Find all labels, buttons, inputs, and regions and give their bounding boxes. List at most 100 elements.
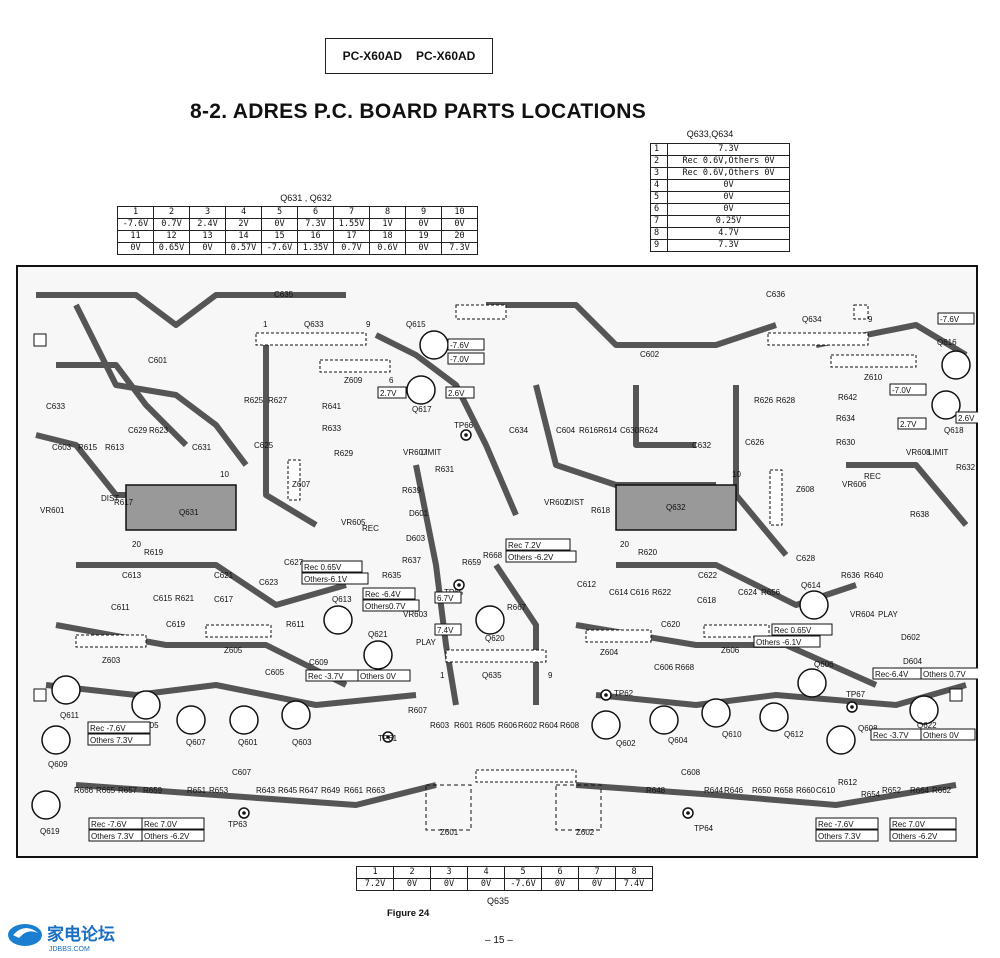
- voltage-callout-box: [362, 599, 420, 612]
- part-label: R618: [591, 506, 611, 515]
- table-cell: 4: [650, 179, 668, 192]
- copper-trace: [493, 563, 539, 705]
- table-cell: 0V: [667, 191, 790, 204]
- part-label: D601: [409, 509, 429, 518]
- table-cell: -7.6V: [504, 878, 542, 891]
- part-label: D604: [903, 657, 923, 666]
- part-label: R641: [322, 402, 342, 411]
- table-cell: 14: [225, 230, 262, 243]
- table-cell: 0.6V: [369, 242, 406, 255]
- test-point-dot: [464, 433, 468, 437]
- table-cell: 0.7V: [333, 242, 370, 255]
- table-cell: Rec 0.6V,Others 0V: [667, 155, 790, 168]
- part-label: C608: [681, 768, 701, 777]
- part-label: R606: [498, 721, 518, 730]
- table-cell: 0V: [667, 203, 790, 216]
- part-label: R654: [861, 790, 881, 799]
- part-label: C622: [698, 571, 718, 580]
- table-cell: 18: [369, 230, 406, 243]
- logo-url: JDBBS.COM: [49, 946, 90, 953]
- part-label: Q634: [802, 315, 822, 324]
- page-number: – 15 –: [485, 935, 513, 946]
- part-label: C603: [52, 443, 72, 452]
- voltage-callout-box: [141, 817, 205, 830]
- table-cell: 9: [650, 239, 668, 252]
- part-label: VR608: [906, 448, 931, 457]
- part-label: R617: [114, 498, 134, 507]
- table-cell: 20: [441, 230, 478, 243]
- part-label: C630: [620, 426, 640, 435]
- part-label: R612: [838, 778, 858, 787]
- part-label: R637: [402, 556, 422, 565]
- part-label: TP67: [846, 690, 866, 699]
- transistor-outline: [281, 700, 311, 730]
- part-label: Q632: [666, 503, 686, 512]
- transistor-outline: [51, 675, 81, 705]
- part-label: R653: [209, 786, 229, 795]
- transistor-outline: [323, 605, 353, 635]
- part-label: R651: [187, 786, 207, 795]
- part-label: C634: [509, 426, 529, 435]
- voltage-callout-box: [377, 386, 407, 399]
- part-label: TP63: [228, 820, 248, 829]
- table-cell: 0.57V: [225, 242, 262, 255]
- part-label: C628: [796, 554, 816, 563]
- table-cell: 5: [650, 191, 668, 204]
- voltage-callout-text: 2.7V: [380, 389, 397, 398]
- part-label: Q615: [406, 320, 426, 329]
- part-label: R611: [286, 620, 305, 629]
- part-label: R616: [579, 426, 599, 435]
- part-label: 6: [389, 376, 394, 385]
- transistor-outline: [797, 668, 827, 698]
- transistor-outline: [229, 705, 259, 735]
- voltage-callout-box: [87, 721, 151, 734]
- connector-q635: [445, 649, 547, 663]
- part-label: R628: [776, 396, 796, 405]
- part-label: Q611: [60, 711, 80, 720]
- table-cell: 4: [225, 206, 262, 219]
- voltage-callout-text: Others 0V: [360, 672, 397, 681]
- table-cell: 8: [369, 206, 406, 219]
- part-label: R640: [864, 571, 884, 580]
- part-label: Q610: [722, 730, 742, 739]
- voltage-callout-text: Rec -3.7V: [873, 731, 909, 740]
- part-label: C613: [122, 571, 142, 580]
- table-cell: 0.65V: [153, 242, 190, 255]
- table-cell: 4.7V: [667, 227, 790, 240]
- part-label: R624: [639, 426, 659, 435]
- voltage-callout-box: [920, 728, 976, 741]
- voltage-callout-text: Rec 0.65V: [774, 626, 812, 635]
- part-label: C623: [259, 578, 279, 587]
- part-label: TP66: [454, 421, 474, 430]
- table-cell: 7.3V: [297, 218, 334, 231]
- part-label: DIST: [566, 498, 584, 507]
- table-cell: 0V: [430, 878, 468, 891]
- part-label: C602: [640, 350, 660, 359]
- voltage-callout-text: Others 7.3V: [90, 736, 133, 745]
- part-label: R660: [796, 786, 816, 795]
- connector-z604: [585, 629, 652, 643]
- table-cell: 0.7V: [153, 218, 190, 231]
- transistor-outline: [419, 330, 449, 360]
- table-cell: 0V: [441, 218, 478, 231]
- part-label: C612: [577, 580, 597, 589]
- voltage-callout-text: 6.7V: [437, 594, 454, 603]
- table-cell: 0V: [393, 878, 431, 891]
- voltage-callout-text: Rec-6.4V: [875, 670, 909, 679]
- voltage-callout-box: [362, 587, 416, 600]
- part-label: VR602: [544, 498, 569, 507]
- table-cell: 5: [261, 206, 298, 219]
- part-label: R607: [408, 706, 428, 715]
- part-label: D602: [901, 633, 921, 642]
- part-label: 9: [366, 320, 371, 329]
- part-label: R649: [321, 786, 341, 795]
- part-label: VR607: [403, 448, 428, 457]
- part-label: C627: [284, 558, 304, 567]
- part-label: R626: [754, 396, 774, 405]
- part-label: C605: [265, 668, 285, 677]
- part-label: R659: [143, 786, 163, 795]
- connector-z601-z602: [475, 769, 577, 783]
